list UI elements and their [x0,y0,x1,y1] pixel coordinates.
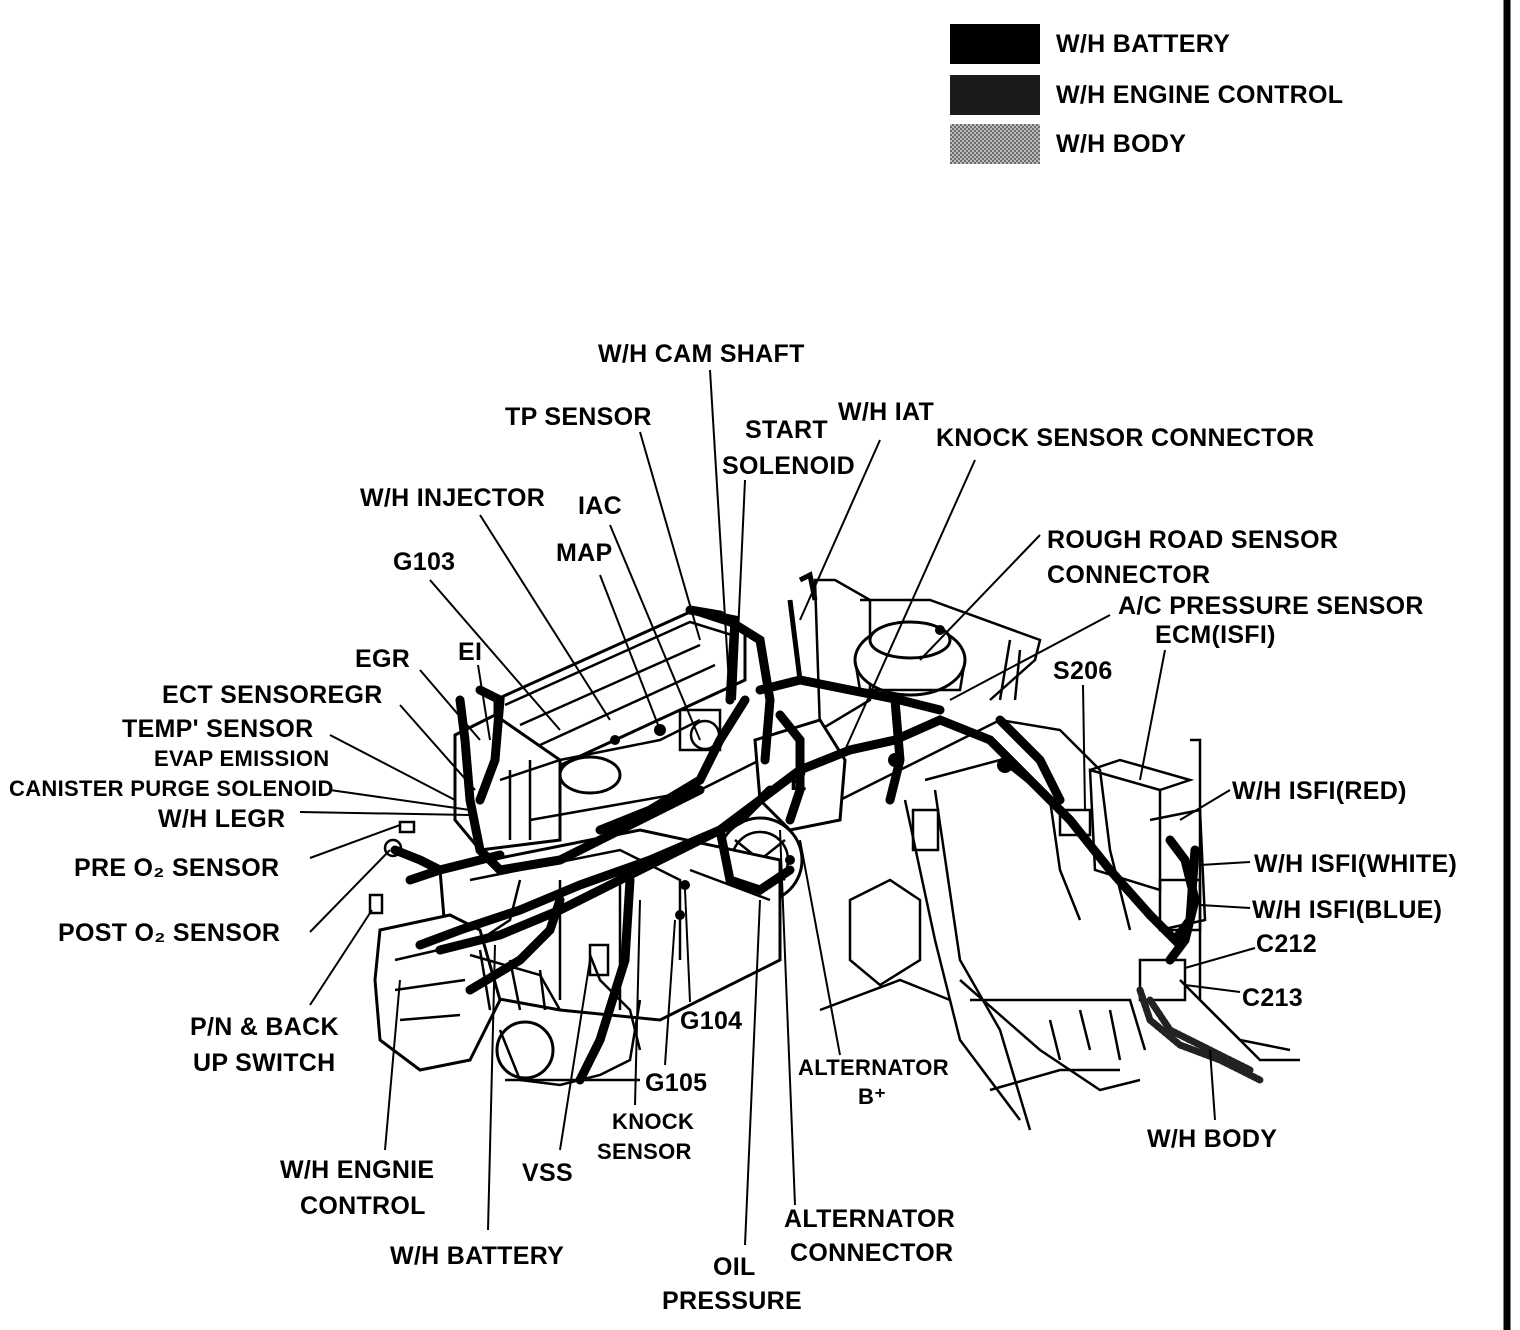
legend-swatch-engine-control [950,75,1040,115]
legend: W/H BATTERY W/H ENGINE CONTROL W/H BODY [950,24,1343,164]
label-knock-sensor-1: KNOCK [612,1109,694,1134]
label-evap-emission: EVAP EMISSION [154,746,329,771]
label-g105: G105 [645,1069,707,1097]
label-engine-control-2: CONTROL [300,1192,426,1220]
label-body: W/H BODY [1147,1125,1277,1153]
label-iat: W/H IAT [838,398,934,426]
label-egr: EGR [355,645,410,673]
label-pre-o2: PRE O₂ SENSOR [74,854,279,882]
label-temp-sensor: TEMP' SENSOR [122,715,314,743]
label-ac-pressure: A/C PRESSURE SENSOR [1118,592,1424,620]
label-oil-pressure-2: PRESSURE [662,1287,802,1315]
engine-drawing: E [368,571,1300,1131]
legend-label-engine-control: W/H ENGINE CONTROL [1056,81,1343,109]
leader-lines [299,369,1256,1246]
label-pn-switch-1: P/N & BACK [190,1013,339,1041]
label-knock-sensor-2: SENSOR [597,1139,692,1164]
label-rough-road-1: ROUGH ROAD SENSOR [1047,526,1338,554]
label-c212: C212 [1256,930,1317,958]
label-pn-switch-2: UP SWITCH [193,1049,336,1077]
legend-swatch-body [950,124,1040,164]
label-oil-pressure-1: OIL [713,1253,756,1281]
label-g104: G104 [680,1007,742,1035]
label-ecm: ECM(ISFI) [1155,621,1276,649]
label-battery: W/H BATTERY [390,1242,564,1270]
label-alternator-b-2: B⁺ [858,1084,886,1109]
label-start: START [745,416,828,444]
label-iac: IAC [578,492,622,520]
legend-label-body: W/H BODY [1056,130,1186,158]
legend-label-battery: W/H BATTERY [1056,30,1230,58]
label-alternator-connector-1: ALTERNATOR [784,1205,955,1233]
label-g103: G103 [393,548,455,576]
label-rough-road-2: CONNECTOR [1047,561,1210,589]
legend-swatch-battery [950,24,1040,64]
label-isfi-blue: W/H ISFI(BLUE) [1252,896,1442,924]
label-canister-purge: CANISTER PURGE SOLENOID [9,776,334,801]
label-tp-sensor: TP SENSOR [505,403,652,431]
label-engine-control-1: W/H ENGNIE [280,1156,434,1184]
label-solenoid: SOLENOID [722,452,855,480]
label-map: MAP [556,539,612,567]
label-post-o2: POST O₂ SENSOR [58,919,280,947]
label-isfi-white: W/H ISFI(WHITE) [1254,850,1457,878]
label-ei: EI [458,638,482,666]
label-cam-shaft: W/H CAM SHAFT [598,340,805,368]
label-legr: W/H LEGR [158,805,285,833]
label-ect-sensor-egr: ECT SENSOREGR [162,681,383,709]
label-s206: S206 [1053,657,1113,685]
label-alternator-b-1: ALTERNATOR [798,1055,949,1080]
label-vss: VSS [522,1159,573,1187]
label-injector: W/H INJECTOR [360,484,545,512]
callout-labels: W/H CAM SHAFT TP SENSOR START SOLENOID W… [9,340,1457,1315]
label-c213: C213 [1242,984,1303,1012]
label-isfi-red: W/H ISFI(RED) [1232,777,1407,805]
label-knock-sensor-connector: KNOCK SENSOR CONNECTOR [936,424,1314,452]
label-alternator-connector-2: CONNECTOR [790,1239,953,1267]
